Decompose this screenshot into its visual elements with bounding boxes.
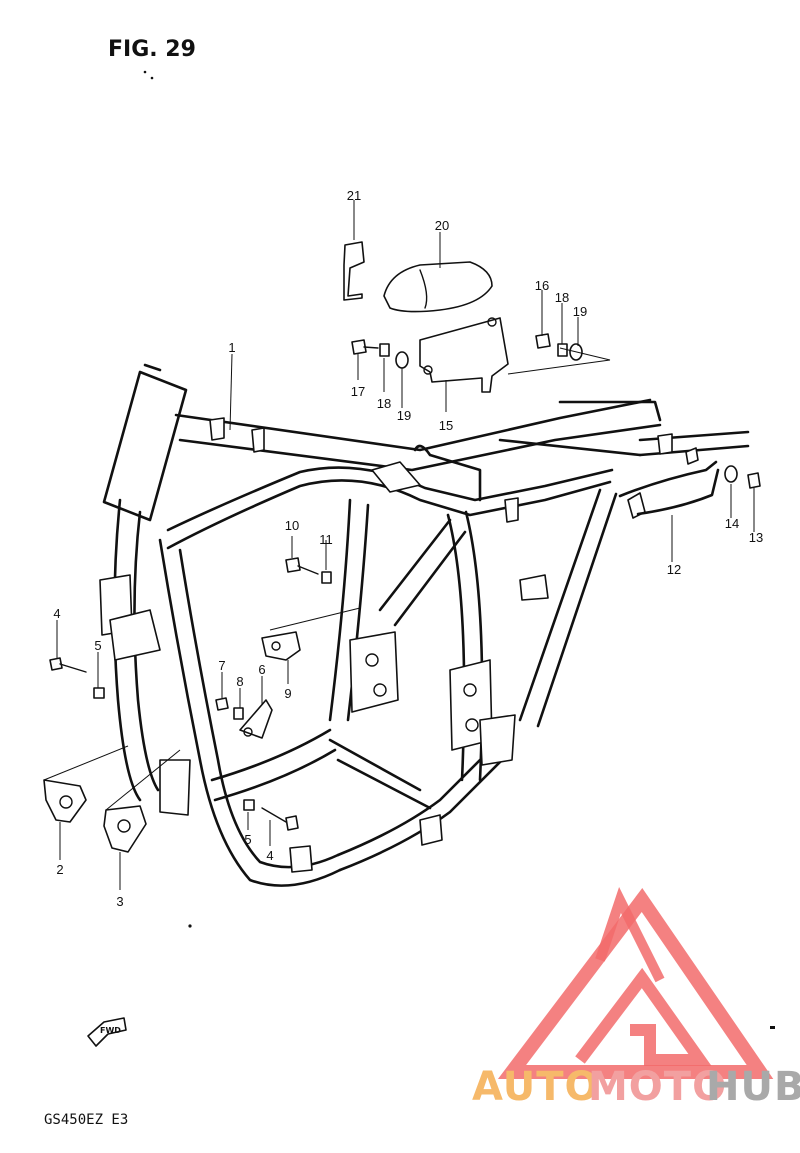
watermark-logo	[497, 886, 774, 1079]
callout-13: 13	[749, 530, 763, 545]
callout-5-left: 5	[94, 638, 101, 653]
callout-19-right: 19	[573, 304, 587, 319]
part-2-plate	[43, 745, 129, 823]
callout-9: 9	[284, 686, 291, 701]
callout-labels: 1 2 3 4 4 5 5 6 7 8 9 10 11 12 13 14 15 …	[53, 188, 763, 909]
watermark-word-auto: AUTO	[472, 1064, 600, 1110]
callout-21: 21	[347, 188, 361, 203]
part-21-clamp	[343, 241, 365, 301]
watermark-text: AUTO MOTO HUB	[472, 1064, 800, 1110]
callout-8: 8	[236, 674, 243, 689]
callout-5-lower: 5	[244, 832, 251, 847]
part-12-stay	[618, 447, 720, 519]
callout-20: 20	[435, 218, 449, 233]
callout-11: 11	[319, 532, 333, 547]
model-code: GS450EZ E3	[44, 1112, 128, 1128]
callout-19-left: 19	[397, 408, 411, 423]
fwd-arrow-icon: FWD	[87, 1017, 127, 1047]
callout-16: 16	[535, 278, 549, 293]
part-3-plate	[103, 749, 181, 853]
callout-12: 12	[667, 562, 681, 577]
figure-title: FIG. 29	[108, 37, 196, 62]
callout-15: 15	[439, 418, 453, 433]
part-17-18-19-fasteners-left	[351, 339, 409, 369]
engine-mount-plates	[99, 417, 673, 873]
callout-10: 10	[285, 518, 299, 533]
part-4-5-lower	[243, 799, 299, 831]
watermark-word-hub: HUB	[706, 1064, 800, 1110]
callout-6: 6	[258, 662, 265, 677]
callout-18-right: 18	[555, 290, 569, 305]
fwd-label: FWD	[100, 1026, 121, 1035]
part-6-7-8	[215, 697, 273, 739]
callout-leaders	[56, 200, 755, 890]
part-13-14-fasteners	[724, 465, 761, 489]
callout-2: 2	[56, 862, 63, 877]
callout-4-left: 4	[53, 606, 60, 621]
callout-14: 14	[725, 516, 739, 531]
callout-1: 1	[228, 340, 235, 355]
part-10-11-fasteners	[269, 557, 361, 631]
part-15-bracket	[419, 317, 509, 393]
part-16-18-19-fasteners-right	[507, 333, 611, 375]
callout-3: 3	[116, 894, 123, 909]
callout-4-lower: 4	[266, 848, 273, 863]
callout-17: 17	[351, 384, 365, 399]
callout-7: 7	[218, 658, 225, 673]
callout-18-left: 18	[377, 396, 391, 411]
part-9-plate	[261, 631, 301, 661]
part-20-tray-cover	[383, 261, 493, 313]
part-4-5-left	[49, 657, 105, 699]
frame-body	[102, 363, 750, 887]
watermark-word-moto: MOTO	[588, 1064, 727, 1110]
